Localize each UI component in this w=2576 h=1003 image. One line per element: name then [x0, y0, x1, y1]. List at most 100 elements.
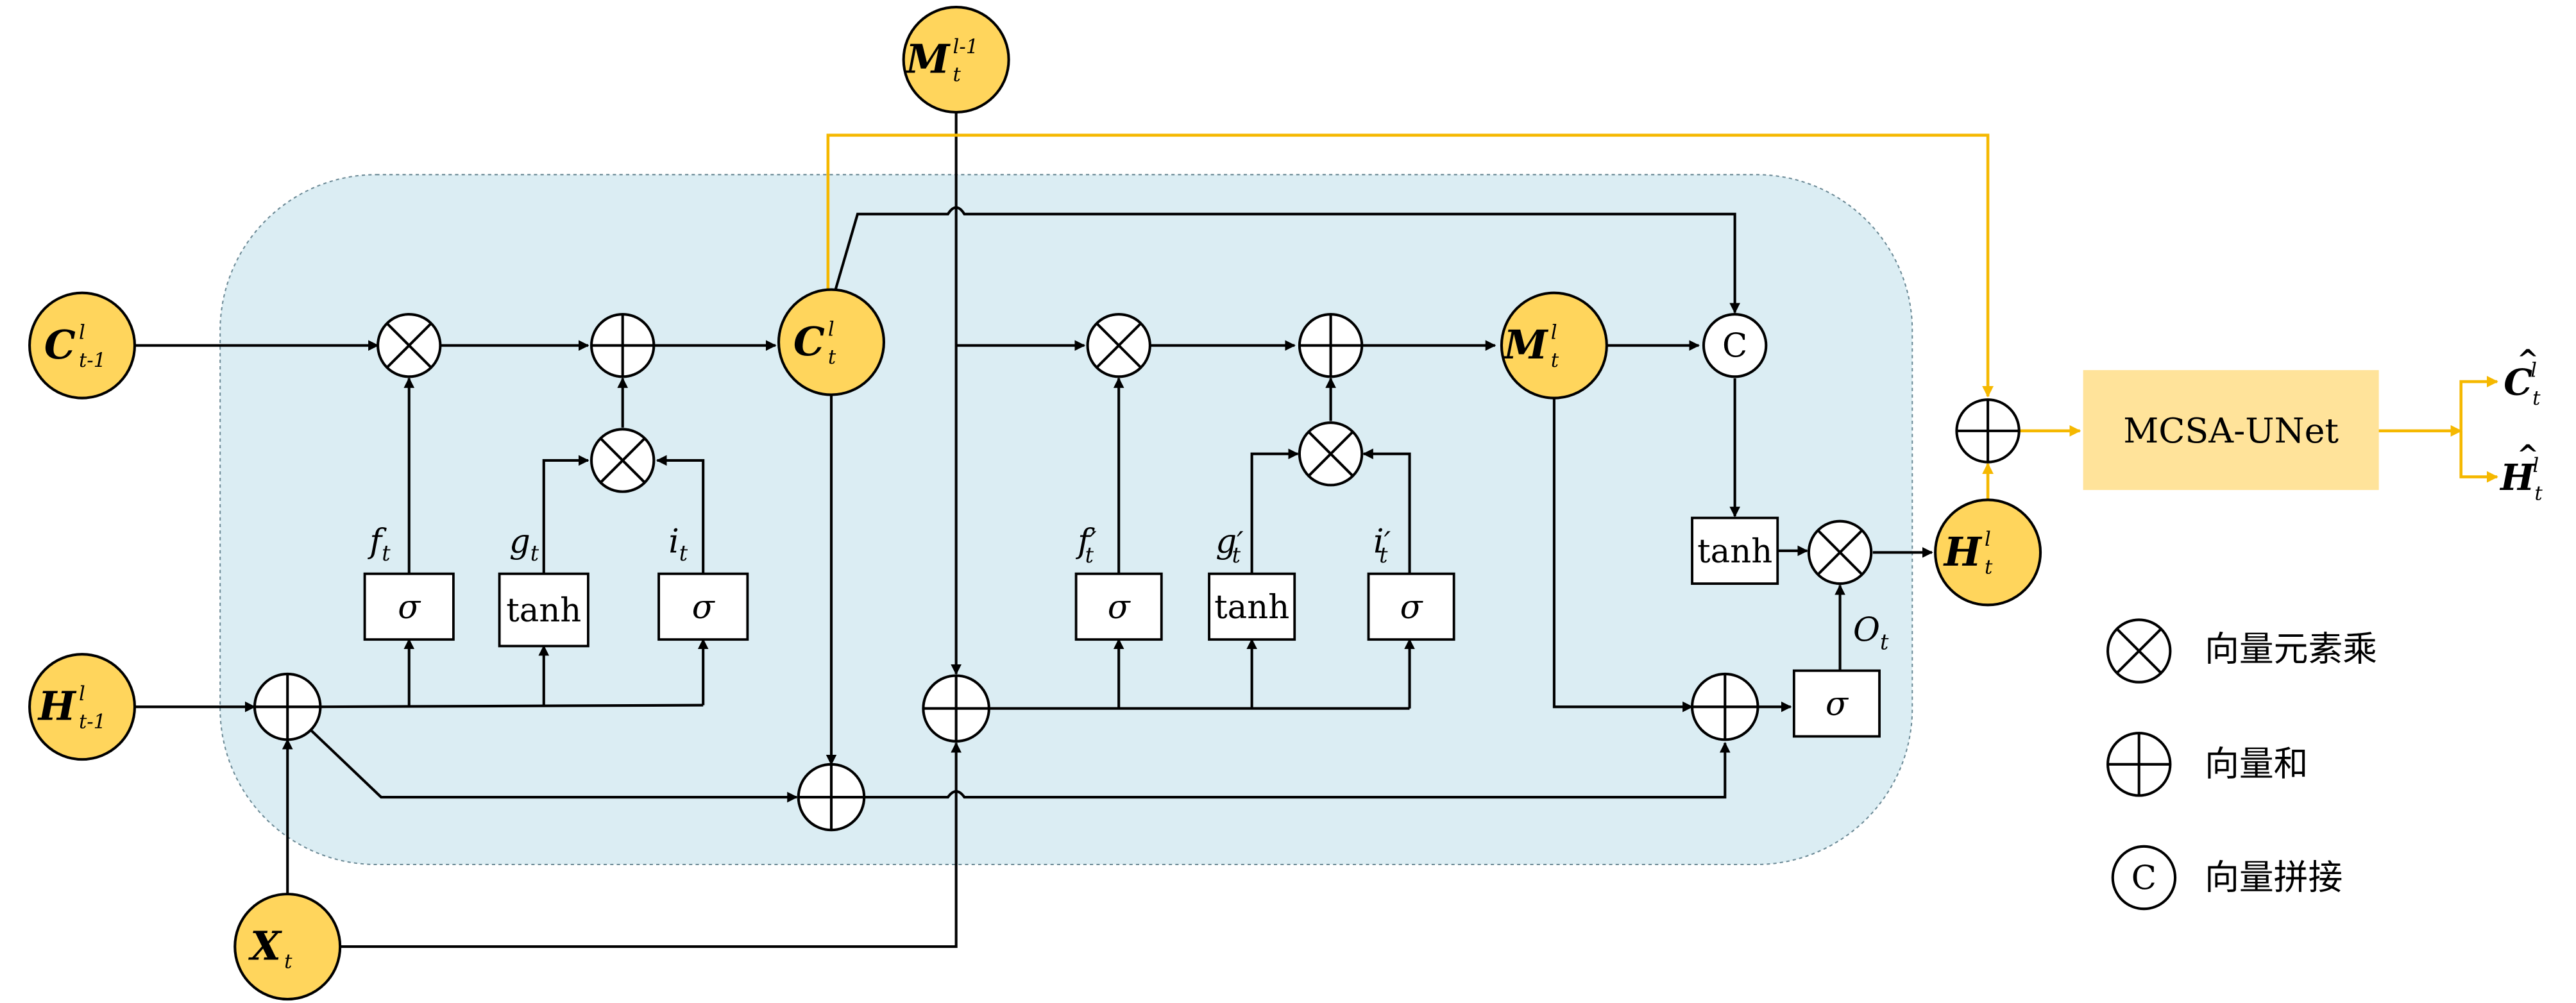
tanh-out-box [1691, 516, 1779, 585]
add-op-fusion [1955, 398, 2021, 464]
gate-label-i: it [668, 522, 688, 566]
node-h-prev-sub: t-1 [79, 710, 106, 733]
sigma-o-box [1792, 669, 1881, 738]
tanh-g-text: tanh [506, 591, 581, 630]
node-c-prev-sup: l [79, 321, 85, 344]
legend-symbol-multiply [2106, 618, 2172, 684]
output-h-hat-mark: ^ [2517, 439, 2539, 470]
gate-label-f2: f′t [1075, 522, 1097, 567]
add-op-input-h [253, 672, 322, 741]
output-c-hat-main: C [2504, 362, 2532, 404]
legend-symbol-concat: C [2111, 845, 2177, 911]
legend-label-multiply: 向量元素乘 [2205, 628, 2377, 669]
gate-label-i2-main: i [1373, 522, 1384, 560]
multiply-op-forget2 [1086, 312, 1151, 378]
gate-boxes [363, 516, 1881, 738]
legend-symbol-add [2106, 732, 2172, 797]
output-c-hat-sup: l [2530, 358, 2537, 382]
sigma-o-text: σ [1826, 685, 1849, 723]
node-c-prev-sub: t-1 [79, 349, 106, 372]
node-h-t-sup: l [1985, 528, 1991, 551]
node-m-t-sub: t [1551, 349, 1559, 372]
yellow-connections [826, 133, 2498, 509]
mcsa-unet-module [2083, 370, 2379, 491]
sigma-f-box [363, 572, 455, 641]
gate-box-labels: σ tanh σ σ tanh σ tanh σ [398, 532, 1849, 723]
output-h-hat-sub: t [2534, 482, 2543, 505]
node-h-prev-main: H [37, 684, 77, 730]
gate-label-i-main: i [668, 522, 679, 560]
sigma-f-text: σ [398, 588, 421, 627]
sigma-i2-text: σ [1400, 588, 1424, 627]
add-op-memory [1298, 312, 1364, 378]
gate-label-o: Ot [1853, 611, 1889, 655]
gate-label-f-sub: t [382, 541, 391, 566]
node-m-prev-layer-main: M [904, 37, 951, 83]
cell-region [219, 174, 1913, 866]
gate-labels: ft gt it f′t g′t i′t Ot [367, 522, 1889, 654]
multiply-op-input [589, 428, 656, 493]
gate-label-g2-main: g [1216, 522, 1237, 560]
output-h-hat-main: H [2499, 457, 2536, 499]
multiply-op-output [1807, 519, 1873, 586]
node-h-prev-sup: l [79, 682, 85, 705]
legend-label-add: 向量和 [2205, 744, 2308, 784]
node-m-prev-layer-sup: l-1 [953, 35, 979, 58]
mcsa-unet-label: MCSA-UNet [2123, 410, 2339, 451]
node-c-t-main: C [793, 319, 825, 365]
output-h-hat: Htl [2499, 454, 2543, 505]
legend-label-concat: 向量拼接 [2205, 857, 2343, 897]
gate-label-f2-prime: ′ [1090, 525, 1097, 559]
add-op-input-m [922, 674, 990, 743]
node-c-t-sub: t [828, 346, 836, 369]
gate-label-i2: i′t [1373, 522, 1391, 567]
black-connections [135, 108, 1933, 948]
concat-op: C [1702, 312, 1768, 378]
add-op-cell-h [797, 763, 866, 832]
gate-label-g: gt [509, 522, 539, 566]
gate-label-i2-prime: ′ [1384, 525, 1391, 559]
tanh-g2-text: tanh [1214, 588, 1289, 627]
operators: C [253, 312, 2021, 832]
gate-label-o-main: O [1853, 611, 1880, 650]
gate-label-g-main: g [509, 522, 530, 560]
node-h-t-sub: t [1985, 556, 1993, 579]
node-m-prev-layer-sub: t [953, 63, 962, 86]
add-op-output [1691, 672, 1759, 741]
gate-label-i-sub: t [679, 541, 688, 566]
node-c-prev-main: C [44, 322, 76, 368]
gate-label-g2-prime: ′ [1237, 525, 1244, 559]
gate-label-g2: g′t [1216, 522, 1244, 567]
gate-label-g2-sub: t [1232, 543, 1241, 568]
output-h-hat-sup: l [2532, 454, 2539, 477]
multiply-op-forget [377, 312, 442, 378]
output-c-hat-sub: t [2532, 387, 2541, 410]
node-m-t-main: M [1503, 322, 1549, 368]
concat-symbol: C [1722, 327, 1747, 366]
node-m-t-sup: l [1551, 321, 1557, 344]
sigma-f2-box [1074, 572, 1163, 641]
tanh-g-box [498, 572, 589, 648]
sigma-i-text: σ [692, 588, 716, 627]
sigma-i-box [657, 572, 749, 641]
concat-symbol: C [2131, 859, 2157, 897]
sigma-f2-text: σ [1108, 588, 1131, 627]
multiply-op-input2 [1298, 421, 1364, 487]
legend: 向量元素乘 向量和 向量拼接 C [2106, 618, 2377, 911]
gate-label-f2-sub: t [1085, 543, 1094, 568]
gate-label-i2-sub: t [1379, 543, 1388, 568]
gate-label-g-sub: t [530, 541, 539, 566]
node-x-t-main: X [248, 923, 282, 970]
sigma-i2-box [1367, 572, 1455, 641]
tanh-g2-box [1208, 572, 1296, 641]
output-c-hat-mark: ^ [2517, 344, 2539, 375]
